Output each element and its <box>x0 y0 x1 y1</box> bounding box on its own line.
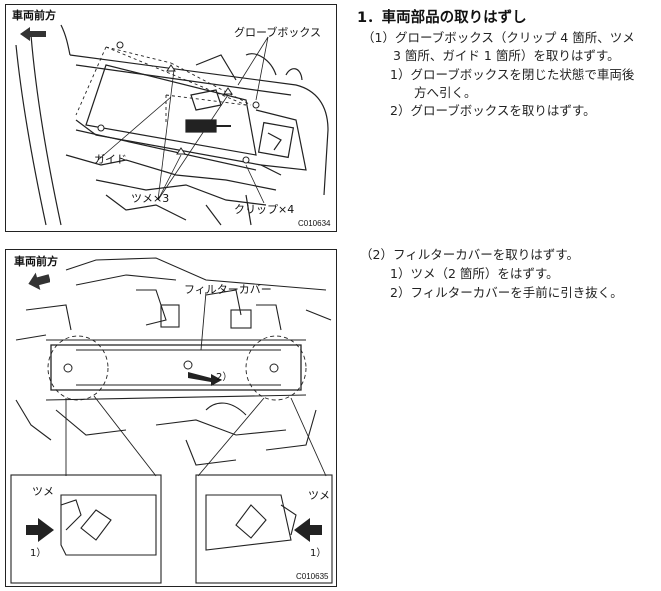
claw-count-label: ツメ×3 <box>131 192 170 205</box>
filter-cover-illustration <box>10 257 333 584</box>
figure-code: C010634 <box>298 219 331 228</box>
push-step-label-right: 1） <box>310 548 327 559</box>
guide-label: ガイド <box>94 153 127 166</box>
step1-text-cont: 3 箇所、ガイド 1 箇所）を取りはずす。 <box>393 48 620 63</box>
figure-filter-cover-removal: 車両前方 フィルターカバー 2） ツメ ツメ 1） 1） C010635 <box>5 249 337 587</box>
step1-sub1-text: 1）グローブボックスを閉じた状態で車両後 <box>390 67 635 82</box>
figure-glovebox-removal: 車両前方 グローブボックス ガイド ツメ×3 クリップ×4 C010634 <box>5 4 337 232</box>
front-direction-arrow-icon <box>28 272 50 290</box>
push-arrow-left <box>26 518 54 542</box>
glovebox-label: グローブボックス <box>234 26 322 39</box>
push-arrow-right <box>294 518 322 542</box>
section-heading: 1．車両部品の取りはずし <box>357 10 527 26</box>
step2-text: （2）フィルターカバーを取りはずす。 <box>360 247 579 262</box>
step1-text: （1）グローブボックス（クリップ 4 箇所、ツメ <box>362 30 635 45</box>
pull-step-label: 2） <box>216 372 233 383</box>
figure-code: C010635 <box>296 572 329 581</box>
glovebox-illustration <box>15 24 329 226</box>
step2-sub2-text: 2）フィルターカバーを手前に引き抜く。 <box>390 285 623 300</box>
claw-label-right: ツメ <box>308 489 330 502</box>
front-direction-label: 車両前方 <box>12 9 56 22</box>
step1-sub2-text: 2）グローブボックスを取りはずす。 <box>390 103 596 118</box>
front-direction-arrow-icon <box>20 27 46 41</box>
push-step-label-left: 1） <box>30 548 47 559</box>
claw-label-left: ツメ <box>32 485 54 498</box>
step2-sub1-text: 1）ツメ（2 箇所）をはずす。 <box>390 266 559 281</box>
clip-count-label: クリップ×4 <box>234 203 295 216</box>
front-direction-label: 車両前方 <box>14 255 58 268</box>
step1-sub1-text-cont: 方へ引く。 <box>414 85 477 100</box>
filter-cover-label: フィルターカバー <box>184 283 272 296</box>
